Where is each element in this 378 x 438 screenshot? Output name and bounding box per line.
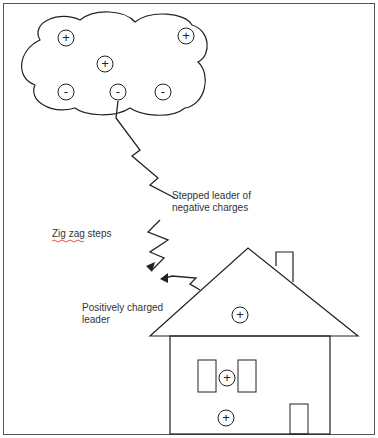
charge-sign: + [218, 369, 236, 387]
charge-ring [178, 28, 194, 44]
charge-ring [58, 84, 74, 100]
annotation-text: Stepped leader of negative charges [172, 190, 267, 214]
leader-arrowhead [146, 262, 155, 272]
charge-sign: - [57, 83, 75, 101]
charge-sign: + [231, 306, 249, 324]
charge-ring [232, 307, 248, 323]
charge-ring [58, 30, 74, 46]
charge-circle: + [217, 409, 235, 427]
charge-circle: + [231, 306, 249, 324]
house-door [290, 404, 308, 434]
spelling-underline [52, 240, 84, 242]
house-chimney [276, 252, 293, 282]
frame-border [4, 4, 375, 435]
house-wall [170, 336, 330, 434]
annotation-text: Zig zag steps [52, 228, 132, 240]
charge-ring [219, 370, 235, 386]
charge-circle: + [57, 29, 75, 47]
charge-ring [97, 56, 113, 72]
charge-ring [155, 84, 171, 100]
charge-sign: + [57, 29, 75, 47]
charge-sign: + [177, 27, 195, 45]
charge-ring [110, 84, 126, 100]
charge-ring [218, 410, 234, 426]
stepped-leader-lower [148, 220, 168, 270]
charge-sign: + [217, 409, 235, 427]
charge-circle: - [57, 83, 75, 101]
positive-leader [165, 276, 200, 290]
annotation-text: Positively charged leader [82, 302, 167, 326]
charge-sign: - [154, 83, 172, 101]
charge-sign: + [96, 55, 114, 73]
charge-sign: - [109, 83, 127, 101]
house-window [198, 360, 216, 392]
charge-circle: - [154, 83, 172, 101]
charge-circle: + [177, 27, 195, 45]
storm-cloud [22, 12, 208, 115]
house-window [238, 360, 256, 392]
stepped-leader-upper [116, 101, 175, 198]
positive-leader-arrowhead [160, 273, 168, 283]
house-roof [150, 248, 358, 336]
charge-circle: + [96, 55, 114, 73]
charge-circle: + [218, 369, 236, 387]
charge-circle: - [109, 83, 127, 101]
